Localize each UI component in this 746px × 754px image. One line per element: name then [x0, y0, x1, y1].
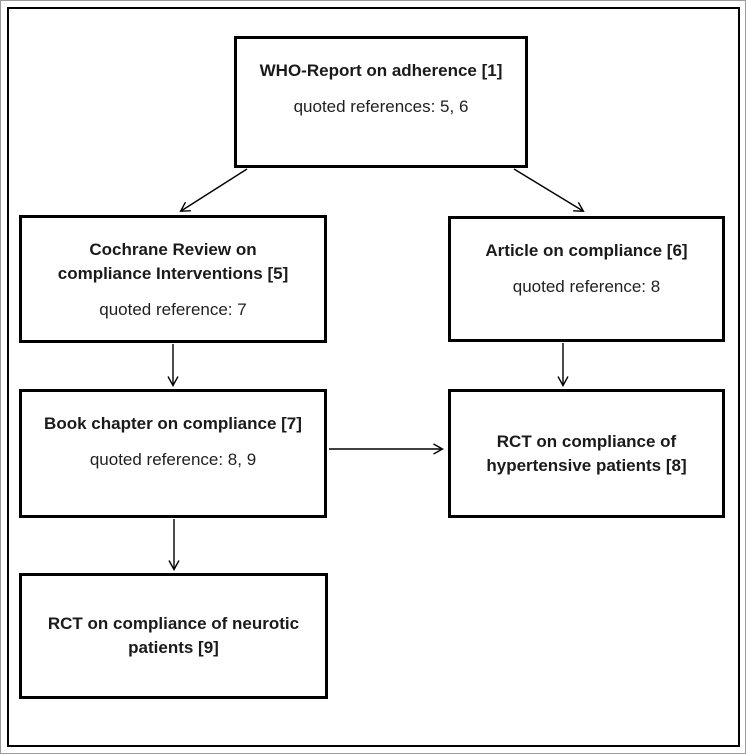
node-quoted-references: quoted reference: 8 — [512, 277, 661, 296]
node-title: RCT on compliance of hypertensive patien… — [486, 430, 686, 478]
node-rct-neurotic: RCT on compliance of neurotic patients [… — [19, 573, 328, 699]
node-title-line: RCT on compliance of neurotic — [47, 614, 300, 633]
node-title-line: hypertensive patients [8] — [486, 455, 687, 475]
node-title: WHO-Report on adherence [1] — [260, 59, 503, 83]
node-title-line: patients [9] — [128, 638, 219, 657]
node-title-line: Book chapter on compliance [7] — [44, 414, 302, 433]
node-quoted-references: quoted reference: 8, 9 — [89, 450, 257, 469]
node-quoted-references: quoted references: 5, 6 — [293, 97, 469, 116]
node-title: Article on compliance [6] — [485, 239, 687, 263]
node-article-compliance: Article on compliance [6] quoted referen… — [448, 216, 725, 342]
node-rct-hypertensive: RCT on compliance of hypertensive patien… — [448, 389, 725, 518]
edge-who-to-cochrane — [179, 168, 248, 213]
node-book-chapter: Book chapter on compliance [7] quoted re… — [19, 389, 327, 518]
node-title-line: RCT on compliance of — [496, 431, 677, 451]
edge-who-to-article — [513, 168, 585, 213]
node-title: Cochrane Review on compliance Interventi… — [58, 238, 289, 286]
node-title: Book chapter on compliance [7] — [44, 412, 302, 436]
node-title-line: Article on compliance [6] — [485, 241, 688, 260]
node-quoted-references: quoted reference: 7 — [99, 300, 247, 319]
node-title: RCT on compliance of neurotic patients [… — [48, 612, 299, 660]
node-who-report: WHO-Report on adherence [1] quoted refer… — [234, 36, 528, 168]
node-title-line: WHO-Report on adherence [1] — [259, 61, 503, 80]
node-cochrane-review: Cochrane Review on compliance Interventi… — [19, 215, 327, 343]
node-title-line: compliance Interventions [5] — [57, 264, 289, 283]
node-title-line: Cochrane Review on — [89, 240, 257, 259]
